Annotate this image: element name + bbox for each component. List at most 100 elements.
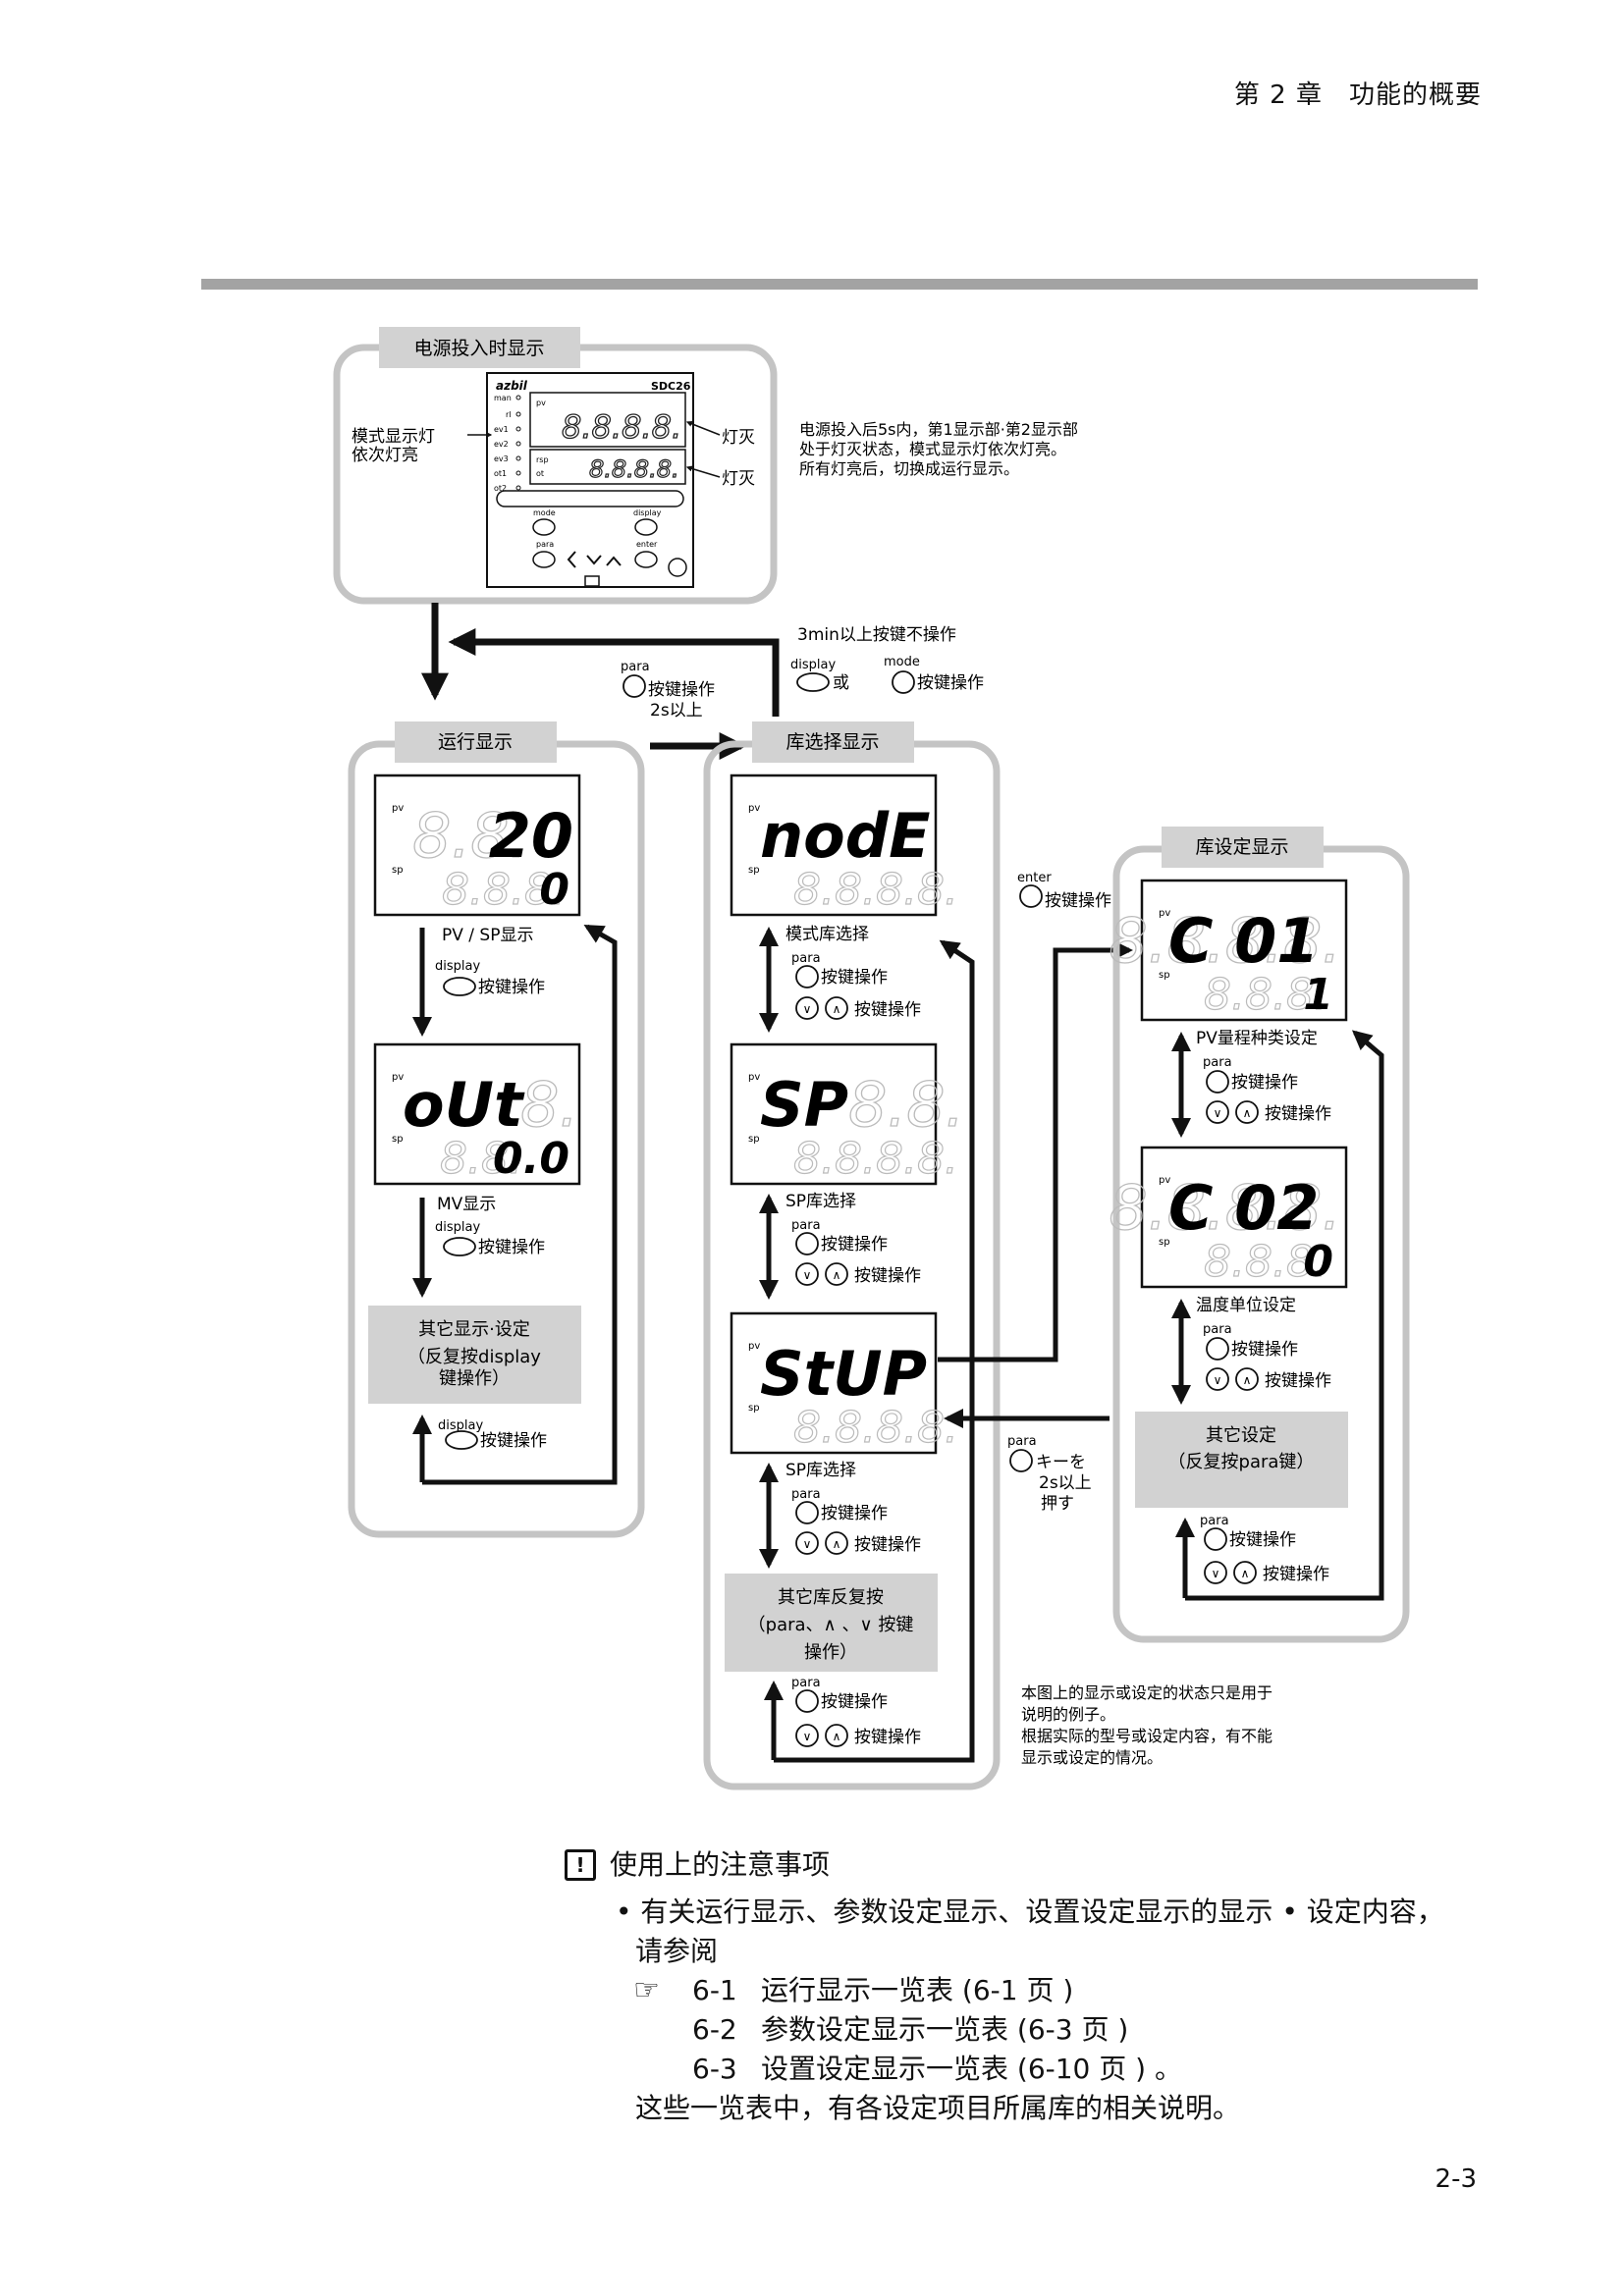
key-para-label: para [536,540,554,549]
timeout-mode-key: mode [884,655,920,669]
bs-other-2: （para、∧ 、∨ 按键 [748,1615,914,1635]
op1-main-value: 20 [489,800,573,872]
op-other-2: （反复按display [407,1347,541,1367]
op2-ghost: 8. [520,1069,578,1141]
loader-port [584,575,600,587]
para-back-3: 押す [1041,1494,1074,1514]
setting-display-2 [1140,1146,1348,1289]
op2-sub-value: 0.0 [493,1134,569,1184]
ref-text[interactable]: 参数设定显示一览表 (6-3 页 ) [761,2013,1129,2046]
off-label-2: 灯灭 [722,469,755,489]
op-key-3: display [438,1418,483,1433]
down-key-icon [1204,1561,1227,1584]
ot-tag: ot [536,469,544,478]
reference-row: 6-3 设置设定显示一览表 (6-10 页 ) 。 [633,2050,1444,2089]
para-key-icon [795,1232,819,1255]
st1-sub-ghost: 8.8.8. [1204,970,1327,1020]
enter-arrow [938,940,1133,1362]
bs2-main-value: SP [760,1069,848,1141]
bank-select-title: 库选择显示 [785,731,879,753]
bs-loop-para-key: para [791,1676,821,1690]
lamp-rl: rl [506,410,512,419]
down-key-icon [795,1724,819,1747]
bs2-ghost: 8.8. [848,1069,964,1141]
operation-title-box [395,721,557,763]
notes-title: 使用上的注意事项 [610,1848,831,1881]
bank-select-title-box [752,721,914,763]
st2-main-value: C 02 [1168,1172,1319,1244]
section-rule [201,279,1478,290]
disclaimer-1: 本图上的显示或设定的状态只是用于 [1021,1683,1272,1702]
disclaimer-2: 说明的例子。 [1021,1705,1115,1724]
op1-sub-ghost: 8.8.8. [442,865,566,915]
para-key [532,551,556,568]
bs3-updown-op: 按键操作 [854,1535,921,1555]
mode-key [532,518,556,536]
st1-updown-op: 按键操作 [1265,1104,1331,1124]
para-key-icon [795,1689,819,1713]
bs1-label: 模式库选择 [785,925,869,944]
enter-key-label: enter [1017,871,1052,885]
lamp-label-1: 模式显示灯 [352,427,435,447]
st2-ghost: 8.8.8.8. [1109,1172,1341,1244]
st1-sub-value: 1 [1303,970,1333,1020]
st1-para-key: para [1203,1055,1232,1070]
operation-title: 运行显示 [438,731,513,753]
bs3-sub-ghost: 8.8.8.8. [793,1403,958,1453]
bs-other-1: 其它库反复按 [778,1587,884,1608]
loader-icon [668,558,687,577]
down-key-icon [1206,1100,1229,1124]
power-on-sp-window [529,449,686,485]
operation-display-2 [373,1042,581,1186]
bs3-up-glyph: ∧ [833,1537,841,1551]
st2-sp-tag: sp [1159,1237,1170,1248]
status-bar [496,490,684,507]
st1-up-glyph: ∧ [1243,1106,1252,1120]
timeout-mode-op: 按键操作 [917,673,984,693]
st-other-box [1135,1412,1348,1508]
bs-loop-up-glyph: ∧ [833,1730,841,1743]
enter-key [634,551,658,568]
bs1-updown-op: 按键操作 [854,1000,921,1020]
ref-text[interactable]: 运行显示一览表 (6-1 页 ) [761,1974,1074,2006]
caution-icon: ! [565,1849,596,1881]
up-key-icon [825,996,848,1020]
bs2-para-op: 按键操作 [821,1235,888,1255]
bank-display-2 [730,1042,938,1186]
lamp-label-2: 依次灯亮 [352,446,418,465]
para-key-icon [1206,1070,1229,1094]
up-key-icon [825,1531,848,1555]
lamp-man: man [494,394,512,402]
disclaimer-3: 根据实际的型号或设定内容，有不能 [1021,1727,1272,1745]
display-key [634,518,658,536]
st-other-2: （反复按para键） [1168,1452,1315,1472]
para-back-key: para [1007,1434,1037,1449]
st-loop-para-op: 按键操作 [1229,1530,1296,1550]
to-bank-para-hold: 2s以上 [650,701,703,721]
para-back-1: キーを [1036,1453,1086,1472]
bank-select-column: 库选择显示 pv sp nodE 8.8.8.8. 模式库选择 para 按键操… [703,721,1001,1790]
brand-logo: azbil [496,379,528,393]
up-key-icon [1235,1100,1259,1124]
bs1-up-glyph: ∧ [833,1002,841,1016]
bank-display-3 [730,1311,938,1455]
pointing-hand-icon: ☞ [633,1973,660,2007]
controller-front: azbil SDC26 man rl ev1 ev2 ev3 ot1 ot2 p… [486,372,694,588]
para-key-icon [1206,1337,1229,1361]
bs2-pv-tag: pv [748,1072,760,1083]
st1-para-op: 按键操作 [1231,1073,1298,1093]
op2-label: MV显示 [437,1195,496,1214]
down-key-icon [795,1262,819,1286]
para-key-icon [1204,1527,1227,1551]
op-other-1: 其它显示·设定 [418,1319,530,1340]
up-key-icon [825,1724,848,1747]
op2-pv-tag: pv [392,1072,404,1083]
op1-sub-value: 0 [539,865,569,915]
rsp-tag: rsp [536,455,549,464]
usage-notes: ! 使用上的注意事项 • 有关运行显示、参数设定显示、设置设定显示的显示 • 设… [565,1845,1444,2128]
op2-main-value: oUt [403,1069,525,1141]
reference-row: 6-2 参数设定显示一览表 (6-3 页 ) [633,2010,1444,2050]
ref-text[interactable]: 设置设定显示一览表 (6-10 页 ) 。 [761,2053,1182,2085]
op-key-1: display [435,959,480,974]
